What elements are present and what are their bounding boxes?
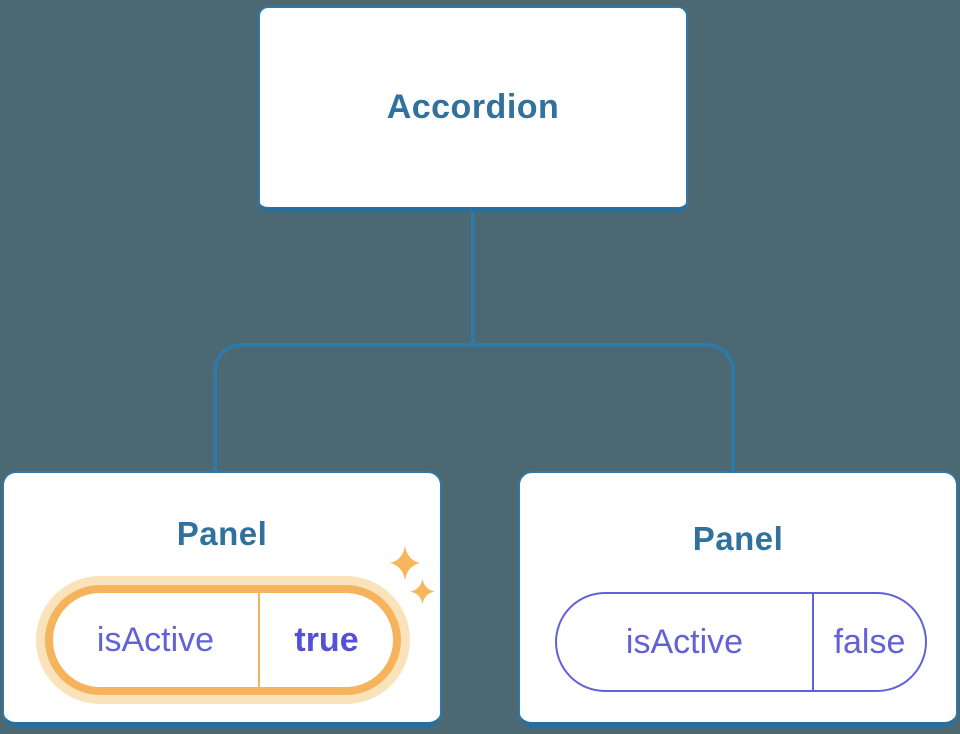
state-value: false	[833, 622, 906, 661]
accordion-node: Accordion	[258, 6, 688, 212]
panel-node-inactive: Panel isActive false	[518, 471, 958, 727]
panel-title: Panel	[176, 515, 268, 552]
state-key: isActive	[96, 620, 215, 659]
panel-title: Panel	[692, 520, 784, 557]
state-value: true	[294, 620, 359, 659]
connector-branch	[213, 343, 735, 473]
state-pill-active: isActive true	[45, 585, 401, 695]
pill-divider	[812, 594, 814, 690]
accordion-label: Accordion	[386, 88, 560, 126]
connector-stem	[471, 210, 475, 345]
sparkles-icon	[390, 546, 435, 604]
state-key: isActive	[625, 622, 744, 661]
panel-node-active: Panel isActive true	[2, 471, 442, 727]
pill-divider	[258, 593, 260, 687]
state-pill-inactive: isActive false	[555, 592, 927, 692]
